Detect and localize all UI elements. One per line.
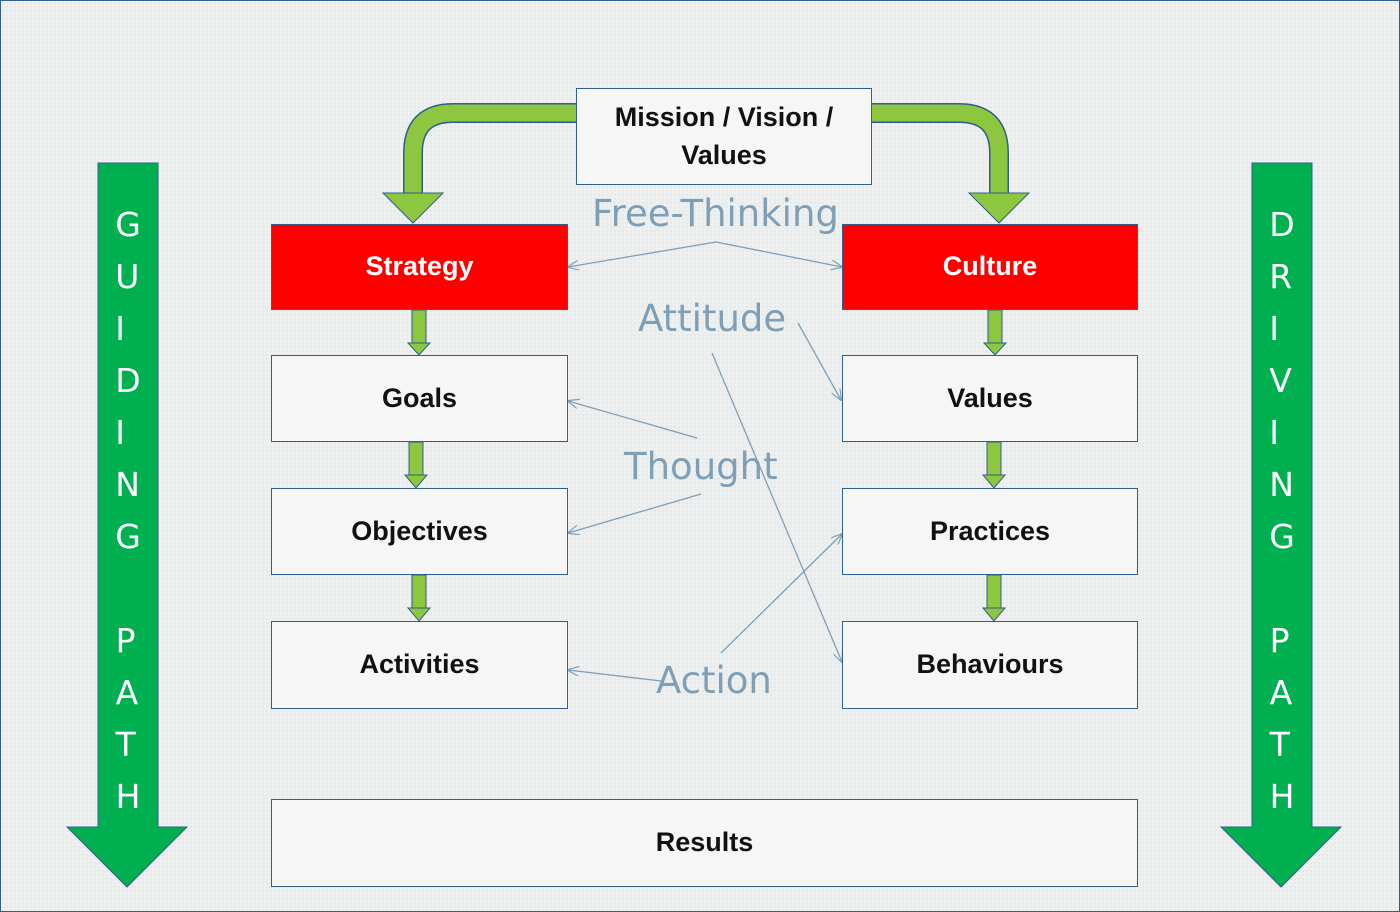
- driving-path-arrow: [1219, 162, 1343, 888]
- guiding-path-letter-1: P: [115, 621, 136, 660]
- guiding-letter-3: I: [115, 309, 125, 348]
- guiding-letter-2: U: [115, 257, 140, 296]
- mission-to-culture-arrow: [872, 103, 1031, 224]
- driving-letter-3: I: [1269, 309, 1279, 348]
- objectives-text: Objectives: [351, 515, 488, 546]
- culture-box: Culture: [842, 224, 1138, 310]
- guiding-letter-1: G: [115, 205, 141, 244]
- driving-letter-5: I: [1269, 413, 1279, 452]
- values-text: Values: [947, 382, 1033, 413]
- relationship-lines: [568, 241, 842, 682]
- thought-to-objectives-line: [568, 493, 702, 533]
- values-box: Values: [842, 355, 1138, 442]
- guiding-letter-6: N: [115, 465, 140, 504]
- attitude-to-behaviours-line: [711, 352, 842, 662]
- strategy-to-goals-arrow: [406, 309, 432, 356]
- thought-to-goals-line: [568, 401, 698, 439]
- driving-letter-2: R: [1269, 257, 1293, 296]
- driving-path-letter-2: A: [1269, 673, 1293, 712]
- culture-to-values-arrow: [982, 309, 1008, 356]
- driving-letter-4: V: [1269, 361, 1292, 400]
- mission-vision-values-box: Mission / Vision / Values: [576, 88, 872, 185]
- attitude-label: Attitude: [638, 297, 787, 340]
- free-thinking-label: Free-Thinking: [592, 192, 839, 235]
- practices-to-behaviours-arrow: [981, 574, 1007, 622]
- activities-text: Activities: [359, 649, 480, 680]
- mission-vision-values-text: Mission / Vision / Values: [614, 101, 834, 170]
- goals-box: Goals: [271, 355, 568, 442]
- attitude-to-values-line: [797, 322, 841, 400]
- action-to-practices-line: [720, 534, 842, 654]
- guiding-path-letter-3: T: [115, 725, 136, 764]
- driving-path-letter-1: P: [1269, 621, 1290, 660]
- free-thinking-to-strategy-line: [568, 241, 717, 267]
- driving-letter-7: G: [1269, 517, 1295, 556]
- thought-label: Thought: [624, 445, 778, 488]
- activities-box: Activities: [271, 621, 568, 709]
- action-label: Action: [656, 659, 772, 702]
- action-to-activities-line: [568, 670, 662, 682]
- values-to-practices-arrow: [981, 441, 1007, 489]
- objectives-box: Objectives: [271, 488, 568, 575]
- practices-text: Practices: [929, 515, 1051, 546]
- objectives-to-activities-arrow: [406, 574, 432, 622]
- results-box: Results: [271, 799, 1138, 887]
- guiding-letter-5: I: [115, 413, 125, 452]
- culture-text: Culture: [942, 251, 1038, 282]
- driving-letter-6: N: [1269, 465, 1294, 504]
- strategy-box: Strategy: [271, 224, 568, 310]
- behaviours-text: Behaviours: [916, 649, 1064, 680]
- driving-path-letter-3: T: [1269, 725, 1290, 764]
- guiding-letter-7: G: [115, 517, 141, 556]
- free-thinking-to-culture-line: [715, 241, 842, 267]
- guiding-path-letter-2: A: [115, 673, 139, 712]
- guiding-letter-4: D: [115, 361, 141, 400]
- guiding-path-letter-4: H: [115, 777, 141, 816]
- strategy-text: Strategy: [365, 251, 474, 282]
- practices-box: Practices: [842, 488, 1138, 575]
- driving-letter-1: D: [1269, 205, 1295, 244]
- behaviours-box: Behaviours: [842, 621, 1138, 709]
- goals-to-objectives-arrow: [403, 441, 429, 489]
- goals-text: Goals: [381, 382, 458, 413]
- results-text: Results: [655, 827, 754, 858]
- driving-path-letter-4: H: [1269, 777, 1295, 816]
- guiding-path-arrow: [65, 162, 189, 888]
- mission-to-strategy-arrow: [381, 103, 576, 224]
